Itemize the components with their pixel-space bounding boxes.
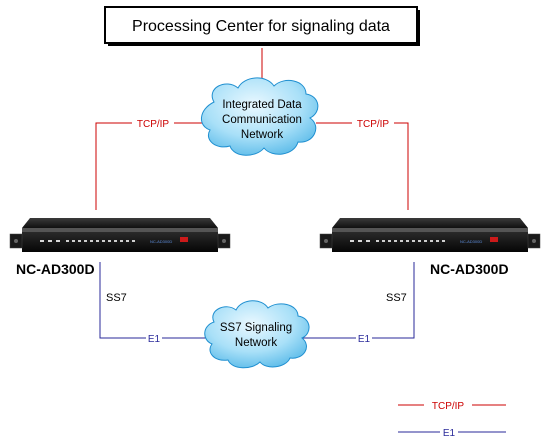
device-left-ss7-label: SS7 [106,292,127,304]
tcpip-link-right [316,122,409,210]
processing-center-box: Processing Center for signaling data [104,6,420,46]
device-right-name: NC-AD300D [430,261,509,277]
device-left-name: NC-AD300D [16,261,95,277]
e1-link-right-label: E1 [358,334,371,345]
tcpip-link-left [95,122,206,210]
data-network-label-line3: Network [241,129,283,141]
e1-link-left [99,262,214,339]
port-led-row [40,240,135,242]
device-right-brand: NC-AD300D [460,239,482,244]
data-network-label-line2: Communication [222,114,302,126]
device-right: NC-AD300D [319,218,541,252]
cloud-shape-icon [204,300,310,369]
e1-link-left-label: E1 [148,334,161,345]
legend-e1-label: E1 [443,428,456,439]
signaling-network-cloud: SS7 Signaling Network [204,300,310,369]
data-network-cloud: Integrated Data Communication Network [201,77,319,156]
port-led-row [350,240,445,242]
device-left-brand: NC-AD300D [150,239,172,244]
legend: TCP/IP E1 [398,398,506,439]
data-network-label-line1: Integrated Data [222,99,302,111]
signaling-network-label-line2: Network [235,337,277,349]
brand-logo-icon [490,237,498,242]
cloud-shape-icon [201,77,319,156]
signaling-network-label-line1: SS7 Signaling [220,322,292,334]
e1-link-right [300,262,415,339]
tcpip-link-right-label: TCP/IP [357,119,390,130]
brand-logo-icon [180,237,188,242]
device-left: NC-AD300D [9,218,231,252]
processing-center-label: Processing Center for signaling data [132,18,390,35]
legend-tcpip-label: TCP/IP [432,401,465,412]
tcpip-link-left-label: TCP/IP [137,119,170,130]
device-right-ss7-label: SS7 [386,292,407,304]
